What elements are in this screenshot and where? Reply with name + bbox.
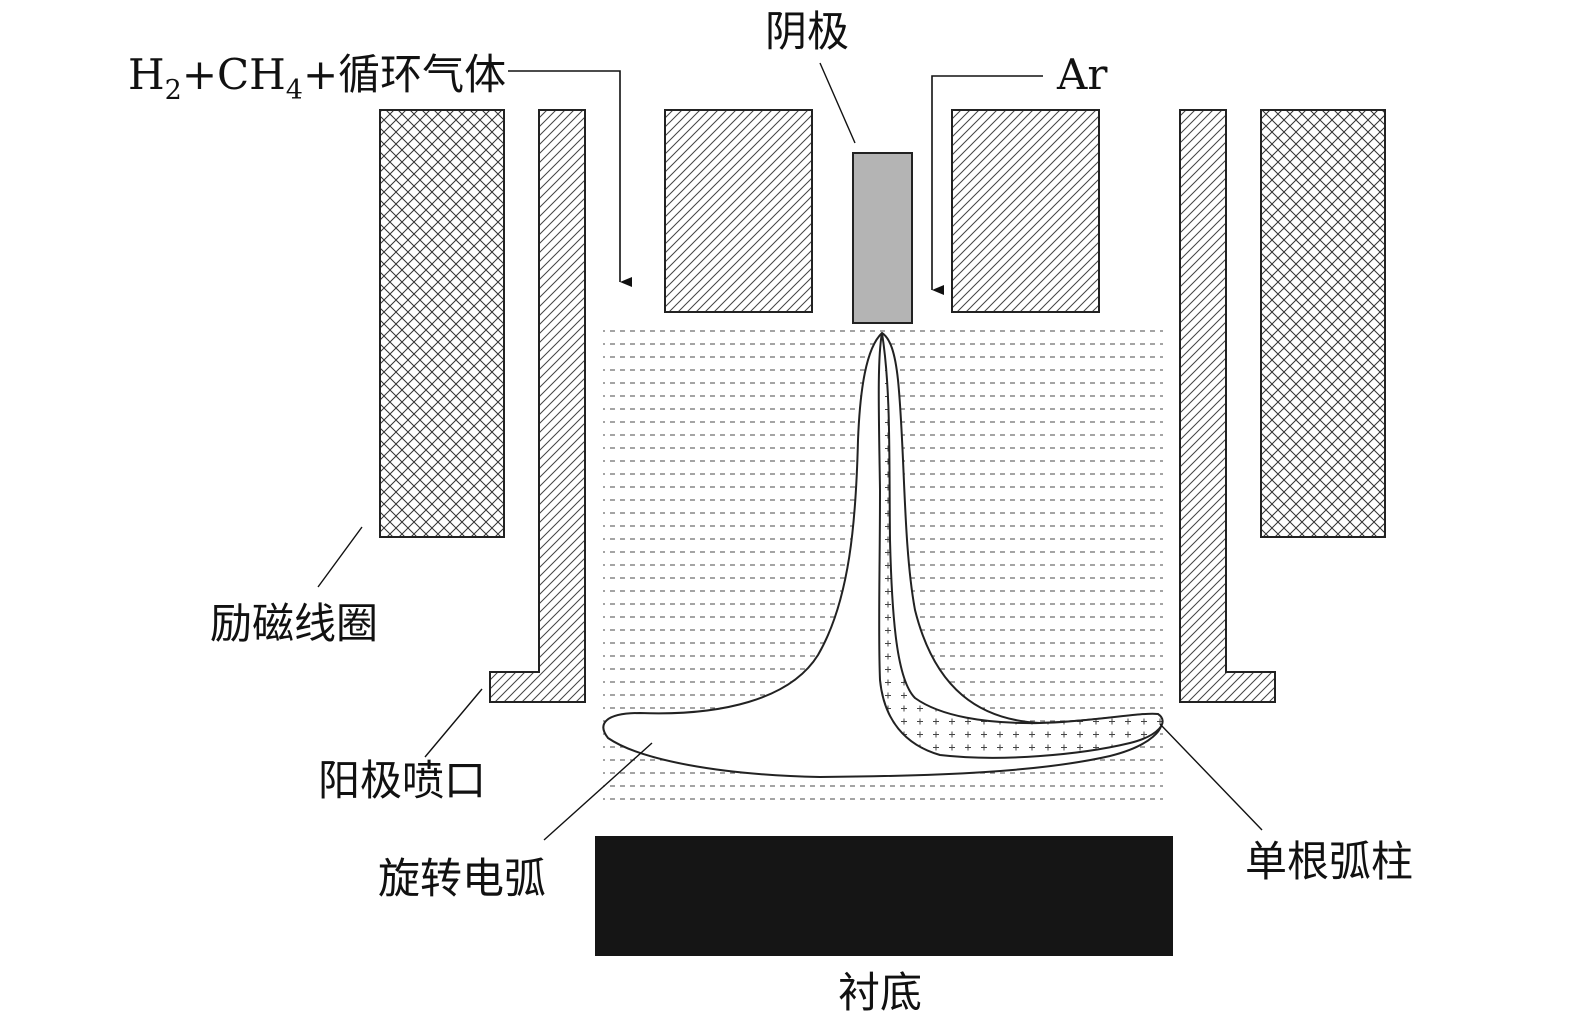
rotating-arc-leader [543, 742, 653, 841]
anode-nozzle-left [489, 109, 586, 703]
single-arc-column-label: 单根弧柱 [1245, 837, 1413, 886]
top-block-left [664, 109, 813, 313]
top-block-right [951, 109, 1100, 313]
anode-nozzle-leader [424, 688, 483, 758]
gas-inlet-label: H2+CH4+循环气体 [128, 50, 506, 106]
cathode-rod [852, 152, 913, 324]
cathode-label: 阴极 [765, 7, 849, 56]
substrate-label: 衬底 [838, 968, 922, 1017]
single-arc-column [877, 332, 1164, 759]
cathode-leader [819, 62, 856, 144]
substrate-block [595, 836, 1173, 956]
excitation-coil-right [1260, 109, 1386, 538]
single-arc-column-leader [1159, 723, 1263, 831]
gas-inlet-arrow [508, 70, 632, 287]
excitation-coil-left [379, 109, 505, 538]
excitation-coil-label: 励磁线圈 [210, 599, 378, 648]
excitation-coil-leader [317, 526, 363, 588]
rotating-arc-label: 旋转电弧 [378, 854, 546, 903]
argon-label: Ar [1056, 50, 1108, 99]
anode-nozzle-label: 阳极喷口 [318, 756, 486, 805]
anode-nozzle-right [1179, 109, 1276, 703]
argon-arrow [931, 75, 1043, 295]
